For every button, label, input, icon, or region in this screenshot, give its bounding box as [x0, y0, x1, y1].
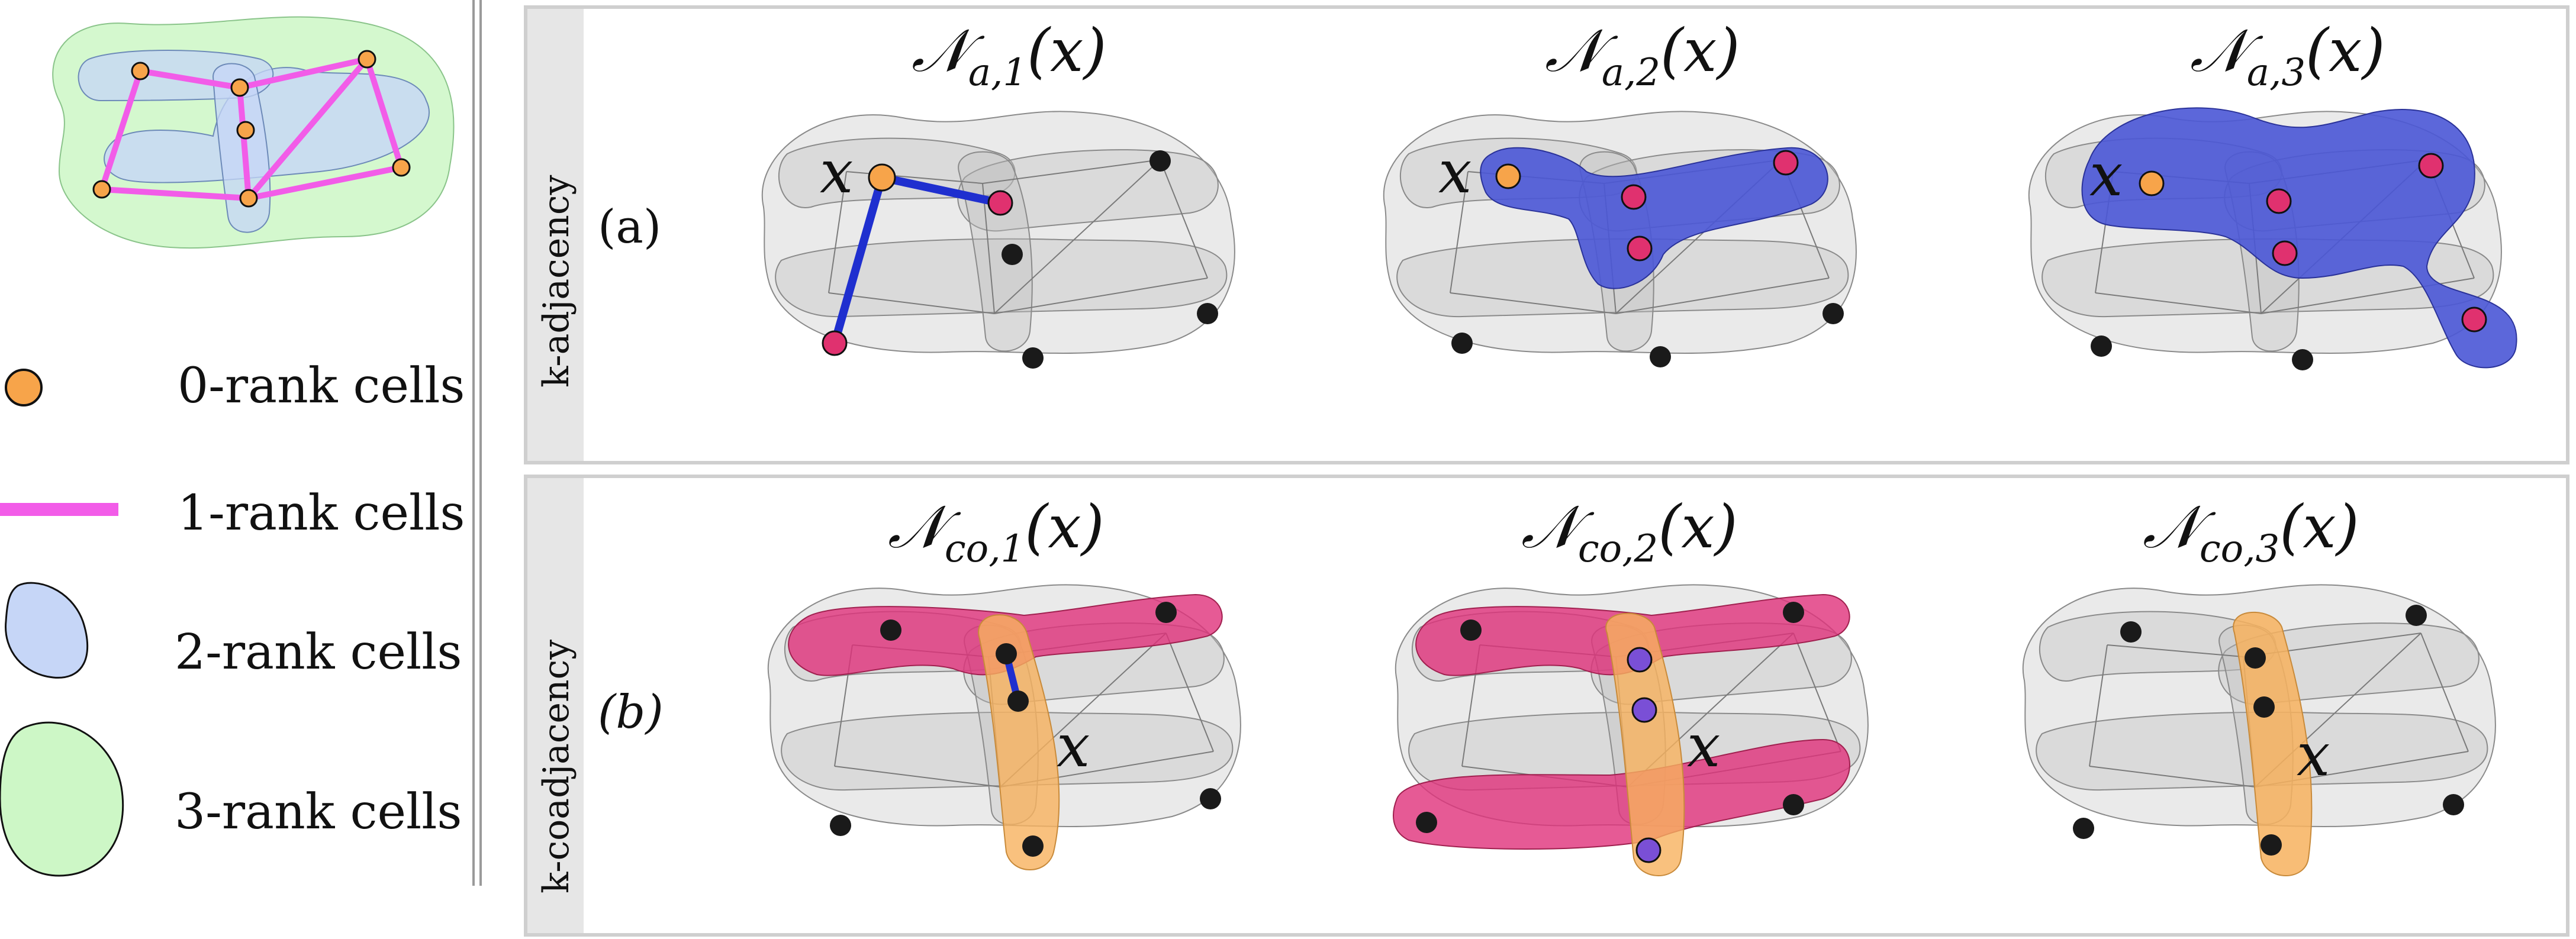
node	[1650, 346, 1671, 367]
node-icon	[230, 78, 249, 97]
node-neighbor	[2418, 153, 2444, 179]
node	[2261, 834, 2282, 856]
legend-label: 2-rank cells	[175, 624, 462, 680]
node	[2443, 794, 2464, 815]
x-label: x	[1438, 137, 1471, 206]
x-label: x	[2089, 140, 2123, 209]
node	[1155, 602, 1177, 623]
node-neighbor	[822, 330, 848, 356]
node	[996, 643, 1017, 664]
node-neighbor	[987, 190, 1013, 216]
node	[1460, 619, 1482, 641]
node	[2406, 605, 2427, 626]
panel-a1: 𝒩a,1(x) x	[761, 16, 1235, 369]
panel-frame	[524, 5, 2569, 464]
node-neighbor	[1627, 235, 1653, 262]
node	[830, 815, 851, 836]
node	[1022, 835, 1044, 857]
panel-title: 𝒩a,3(x)	[2190, 16, 2385, 95]
node-x	[868, 163, 896, 192]
orange-node-icon	[5, 369, 43, 406]
node	[2120, 621, 2142, 643]
node-neighbor	[2461, 306, 2487, 333]
panel-title: 𝒩co,3(x)	[2143, 492, 2359, 571]
legend-item-1-rank: 1-rank cells	[0, 485, 465, 541]
node-icon	[239, 189, 258, 208]
row-tag: (a)	[598, 201, 661, 254]
blue-blob-icon	[5, 582, 89, 679]
node	[2253, 696, 2275, 718]
node	[2091, 335, 2112, 357]
node-x	[1495, 163, 1521, 189]
node-neighbor	[1635, 837, 1661, 863]
panel-title: 𝒩a,1(x)	[912, 16, 1106, 95]
node	[1197, 303, 1218, 324]
node	[2245, 647, 2266, 669]
x-label: x	[2297, 720, 2330, 789]
x-region	[1605, 612, 1685, 876]
node	[1822, 303, 1844, 324]
node	[1451, 333, 1473, 354]
node	[1007, 690, 1029, 712]
node	[1416, 812, 1437, 833]
side-band	[527, 478, 584, 933]
node	[1783, 794, 1804, 815]
green-blob-icon	[0, 721, 124, 877]
panel-frame	[524, 475, 2569, 937]
node	[2292, 349, 2313, 370]
node-neighbor	[1627, 647, 1653, 673]
legend-label: 3-rank cells	[175, 784, 462, 840]
row-k-coadjacency: k-coadjacency (b) 𝒩co,1(x) x 𝒩co,2	[524, 475, 2569, 937]
node	[1022, 347, 1044, 369]
panel-title: 𝒩co,1(x)	[888, 492, 1105, 571]
row-side-label: k-coadjacency	[536, 640, 577, 893]
row-side-label: k-adjacency	[536, 175, 577, 388]
panel-b2: 𝒩co,2(x) x	[1393, 492, 1869, 876]
node-neighbor	[2272, 240, 2298, 266]
coadjacent-region	[1393, 738, 1850, 850]
legend-label: 0-rank cells	[178, 358, 465, 414]
legend-item-2-rank: 2-rank cells	[5, 582, 462, 680]
legend: 0-rank cells 1-rank cells 2-rank cells 3…	[0, 358, 465, 877]
pink-edge-icon	[0, 503, 118, 516]
panel-a2: 𝒩a,2(x) x	[1383, 16, 1857, 367]
x-label: x	[1687, 711, 1720, 780]
node-icon	[358, 50, 376, 69]
node	[1783, 602, 1804, 623]
panel-a3: 𝒩a,3(x) x	[2028, 16, 2517, 370]
legend-item-3-rank: 3-rank cells	[0, 721, 462, 877]
row-k-adjacency: k-adjacency (a) 𝒩a,1(x) x	[524, 5, 2569, 464]
panel-title: 𝒩co,2(x)	[1521, 492, 1738, 571]
panel-b1: 𝒩co,1(x) x	[767, 492, 1241, 870]
node	[1002, 244, 1023, 265]
neighborhood-region	[1480, 147, 1828, 289]
node-x	[2139, 170, 2165, 196]
node-neighbor	[1631, 697, 1657, 723]
side-band	[527, 9, 584, 461]
legend-item-0-rank: 0-rank cells	[5, 358, 465, 414]
node	[880, 619, 901, 641]
node	[2073, 818, 2094, 839]
x-region	[978, 614, 1060, 870]
node-neighbor	[1773, 150, 1799, 176]
row-tag: (b)	[598, 686, 664, 739]
neighborhood-region	[2081, 107, 2517, 369]
node	[1149, 150, 1171, 172]
legend-label: 1-rank cells	[178, 485, 465, 541]
x-label: x	[820, 137, 853, 206]
x-region	[2233, 611, 2313, 876]
node-icon	[392, 158, 411, 177]
node-icon	[131, 62, 150, 80]
panel-b3: 𝒩co,3(x) x	[2022, 492, 2496, 876]
x-label: x	[1057, 711, 1090, 780]
node-neighbor	[2266, 188, 2292, 214]
legend-thumbnail	[52, 16, 455, 249]
node	[1200, 788, 1221, 809]
panel-title: 𝒩a,2(x)	[1545, 16, 1740, 95]
node-icon	[236, 121, 255, 140]
node-neighbor	[1621, 184, 1647, 210]
node-icon	[92, 180, 111, 199]
